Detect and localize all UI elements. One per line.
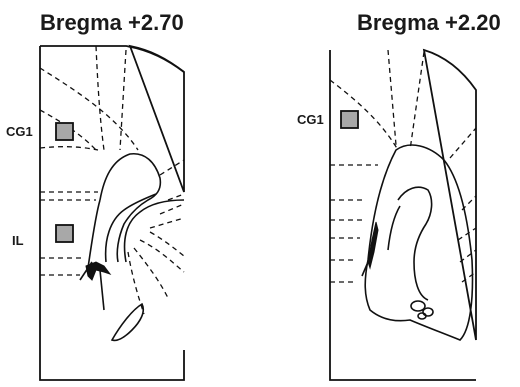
boundary-left-12 xyxy=(160,204,184,214)
region-label-il-left: IL xyxy=(12,233,24,248)
boundary-left-15 xyxy=(134,248,168,298)
panel-bregma-2-70: Bregma +2.70 CG1 IL xyxy=(6,10,184,380)
boundary-left-1 xyxy=(96,46,104,150)
boundary-right-2 xyxy=(410,52,424,150)
boundary-left-14 xyxy=(140,240,184,272)
boundary-left-13 xyxy=(150,218,184,228)
anterior-commissure-right-a xyxy=(411,301,425,311)
panel-title-left: Bregma +2.70 xyxy=(40,10,184,35)
panel-bregma-2-20: Bregma +2.20 CG1 xyxy=(297,10,501,380)
line-left-b xyxy=(100,270,104,310)
section-outline-right xyxy=(330,50,476,380)
section-outline-left-top xyxy=(40,46,184,72)
panel-title-right: Bregma +2.20 xyxy=(357,10,501,35)
inner-contour-right xyxy=(388,206,400,250)
boundary-left-2 xyxy=(120,50,126,150)
boundary-left-10 xyxy=(160,160,184,175)
anterior-commissure-left xyxy=(112,304,143,340)
region-label-cg1-left: CG1 xyxy=(6,124,33,139)
roi-il-left xyxy=(56,225,73,242)
boundary-right-12 xyxy=(458,228,476,240)
roi-cg1-right xyxy=(341,111,358,128)
region-label-cg1-right: CG1 xyxy=(297,112,324,127)
lateral-ventricle-right xyxy=(398,187,432,300)
boundary-right-10 xyxy=(450,128,476,158)
boundary-left-11 xyxy=(168,194,184,200)
boundary-left-17 xyxy=(150,232,184,256)
inner-contour-left xyxy=(106,194,156,262)
boundary-right-13 xyxy=(460,250,476,262)
boundary-left-5 xyxy=(40,147,98,150)
striatum-border-left xyxy=(88,200,100,268)
boundary-right-1 xyxy=(388,50,396,145)
anterior-commissure-right-b xyxy=(423,308,433,316)
boundary-left-3 xyxy=(40,68,138,150)
corpus-callosum-left xyxy=(125,200,184,262)
roi-cg1-left xyxy=(56,123,73,140)
